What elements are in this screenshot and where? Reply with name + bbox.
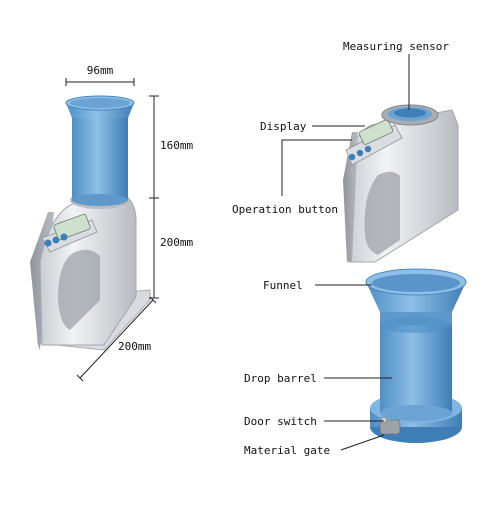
label-drop-barrel: Drop barrel — [244, 372, 317, 385]
lcd-screen — [358, 119, 394, 145]
top-height-dimension: 160mm — [160, 139, 193, 152]
assembled-device — [30, 95, 151, 351]
label-operation-button: Operation button — [232, 203, 338, 216]
dimension-lines — [65, 78, 159, 382]
funnel-barrel-assembly — [365, 268, 467, 443]
callout-lines — [281, 54, 410, 451]
label-measuring-sensor: Measuring sensor — [343, 40, 449, 53]
label-funnel: Funnel — [263, 279, 303, 292]
lcd-screen — [53, 213, 91, 241]
bottom-height-dimension: 200mm — [160, 236, 193, 249]
material-gate-part — [379, 419, 401, 435]
main-unit — [343, 104, 459, 263]
button — [60, 233, 68, 241]
width-dimension: 96mm — [87, 64, 114, 77]
label-door-switch: Door switch — [244, 415, 317, 428]
label-display: Display — [260, 120, 307, 133]
button — [44, 239, 52, 247]
depth-dimension: 200mm — [118, 340, 151, 353]
label-material-gate: Material gate — [244, 444, 330, 457]
button — [52, 236, 60, 244]
